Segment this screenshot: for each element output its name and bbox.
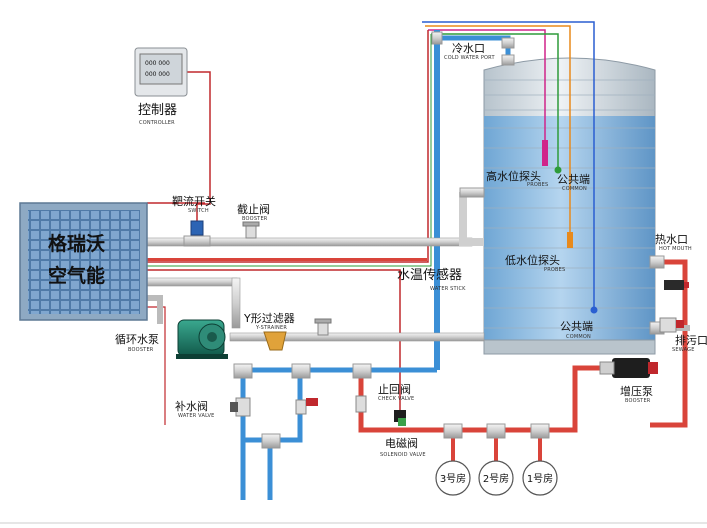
switch-label-en: SWITCH <box>188 208 209 214</box>
cold-water-label-en: COLD WATER PORT <box>444 55 495 61</box>
stop-valve: 截止阀 BOOSTER <box>237 202 270 239</box>
heat-pump-line1: 格瑞沃 <box>48 232 105 255</box>
solenoid-label: 电磁阀 <box>385 436 418 450</box>
cold-water-label: 冷水口 <box>452 42 485 55</box>
high-probe-label: 高水位探头 <box>486 169 541 183</box>
room-3: 3号房 <box>435 460 471 496</box>
room-2: 2号房 <box>478 460 514 496</box>
water-temp-label-en: WATER STICK <box>430 286 466 292</box>
common-bottom-label: 公共端 <box>560 320 593 333</box>
low-probe-rod <box>567 232 573 248</box>
makeup-valve: 补水阀 WATER VALVE <box>175 397 318 419</box>
hot-water-label: 热水口 <box>655 233 688 246</box>
hot-water-label-en: HOT MOUTH <box>659 246 692 252</box>
controller-display-1: 000 000 <box>145 60 170 67</box>
check-valve: 止回阀 CHECK VALVE <box>355 382 414 413</box>
common-bottom-label-en: COMMON <box>566 334 591 340</box>
common-bottom-dot <box>590 306 598 314</box>
room-2-label: 2号房 <box>483 472 509 485</box>
return-valve <box>314 318 332 336</box>
probe-markers <box>542 140 598 314</box>
room-3-label: 3号房 <box>440 472 466 485</box>
y-strainer: Y形过滤器 Y-STRAINER <box>243 312 295 351</box>
pipes <box>146 30 690 500</box>
water-temp-label: 水温传感器 <box>397 267 462 283</box>
booster-label: 增压泵 <box>620 384 653 398</box>
heat-pump-line2: 空气能 <box>48 264 105 287</box>
heat-pump-unit: 格瑞沃 空气能 <box>19 202 148 321</box>
flow-switch: 靶流开关 SWITCH <box>172 194 216 247</box>
y-strainer-label: Y形过滤器 <box>243 312 295 325</box>
makeup-label: 补水阀 <box>175 399 208 413</box>
y-strainer-label-en: Y-STRAINER <box>255 325 287 331</box>
hot-water-port: 热水口 HOT MOUTH <box>655 233 692 290</box>
low-probe-label-en: PROBES <box>544 267 565 273</box>
common-top-label-en: COMMON <box>562 186 587 192</box>
circulation-pump: 循环水泵 BOOSTER <box>115 319 228 359</box>
controller-label: 控制器 <box>138 103 177 118</box>
switch-label: 靶流开关 <box>172 194 216 208</box>
drain-label: 排污口 <box>675 333 707 347</box>
check-valve-label-en: CHECK VALVE <box>378 396 414 402</box>
drain-label-en: SEWAGE <box>672 347 695 353</box>
stop-valve-label-en: BOOSTER <box>242 216 268 222</box>
circ-pump-label-en: BOOSTER <box>128 347 154 353</box>
low-probe-label: 低水位探头 <box>505 253 560 267</box>
high-probe-label-en: PROBES <box>527 182 548 188</box>
booster-label-en: BOOSTER <box>625 398 651 404</box>
control-wires <box>147 21 595 425</box>
stop-valve-label: 截止阀 <box>237 202 270 216</box>
solenoid-valve: 电磁阀 SOLENOID VALVE <box>380 410 426 458</box>
circ-pump-label: 循环水泵 <box>115 333 159 346</box>
drain-port: 排污口 SEWAGE <box>659 317 707 353</box>
controller-label-en: CONTROLLER <box>139 120 175 126</box>
booster-pump: 增压泵 BOOSTER <box>599 358 658 404</box>
controller-display-2: 000 000 <box>145 71 170 78</box>
common-top-label: 公共端 <box>557 173 590 186</box>
check-valve-label: 止回阀 <box>378 382 411 396</box>
common-top-dot <box>554 166 562 174</box>
high-probe-rod <box>542 140 548 166</box>
makeup-label-en: WATER VALVE <box>178 413 215 419</box>
room-1-label: 1号房 <box>527 472 553 485</box>
solenoid-label-en: SOLENOID VALVE <box>380 452 426 458</box>
controller-box: 000 000 000 000 控制器 CONTROLLER <box>134 47 188 126</box>
room-1: 1号房 <box>522 460 558 496</box>
